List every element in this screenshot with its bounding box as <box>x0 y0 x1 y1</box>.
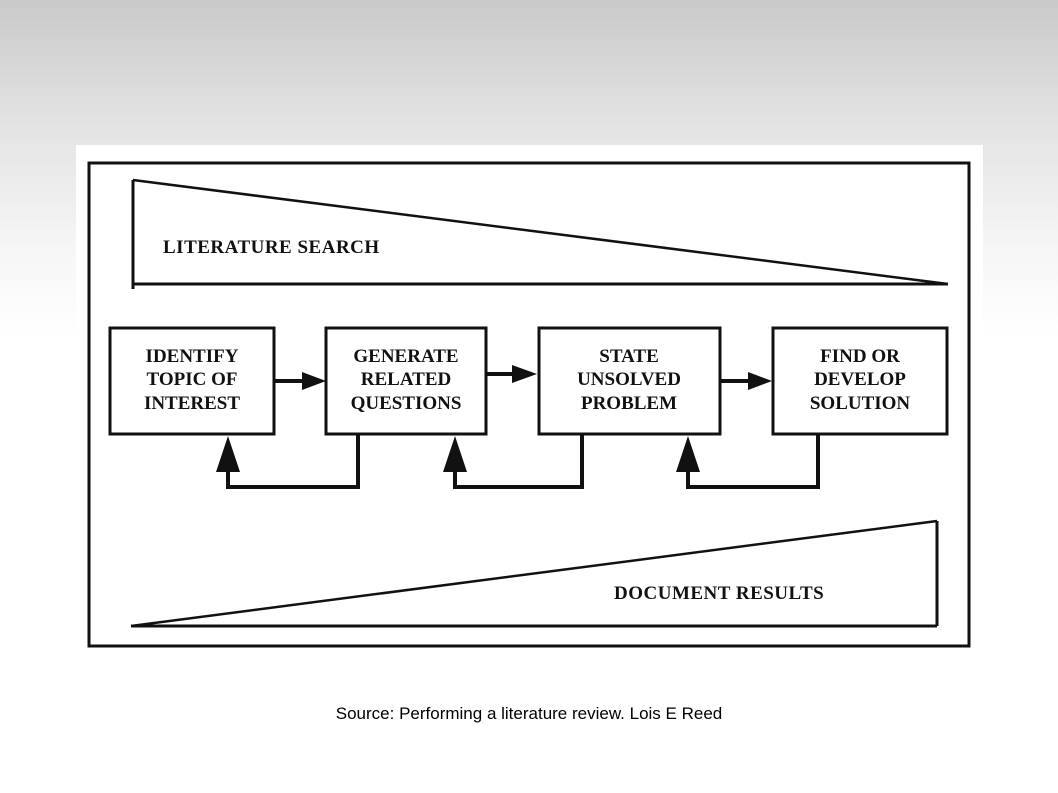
literature-search-wedge: LITERATURE SEARCH <box>131 178 949 289</box>
step-4-line-2: DEVELOP <box>814 369 906 390</box>
source-caption: Source: Performing a literature review. … <box>335 704 723 723</box>
document-results-wedge: DOCUMENT RESULTS <box>130 519 939 628</box>
step-2-line-1: GENERATE <box>353 346 458 367</box>
document-results-label: DOCUMENT RESULTS <box>614 583 824 604</box>
step-1-line-2: TOPIC OF <box>147 369 238 390</box>
step-3-line-1: STATE <box>599 346 659 367</box>
step-box-state-problem: STATE UNSOLVED PROBLEM <box>537 326 722 436</box>
literature-search-label: LITERATURE SEARCH <box>163 237 380 258</box>
step-4-line-3: SOLUTION <box>810 393 911 414</box>
step-box-find-solution: FIND OR DEVELOP SOLUTION <box>771 326 949 436</box>
step-4-line-1: FIND OR <box>820 346 900 367</box>
feedback-arrow-3 <box>676 434 820 489</box>
step-1-line-3: INTEREST <box>144 393 240 414</box>
feedback-arrow-1 <box>216 434 360 489</box>
step-2-line-2: RELATED <box>361 369 451 390</box>
forward-arrow-1 <box>274 372 326 390</box>
step-1-line-1: IDENTIFY <box>146 346 239 367</box>
step-3-line-3: PROBLEM <box>581 393 677 414</box>
step-3-line-2: UNSOLVED <box>577 369 681 390</box>
diagram-frame <box>87 161 971 648</box>
forward-arrow-3 <box>720 372 772 390</box>
feedback-arrow-2 <box>443 434 584 489</box>
step-box-identify-topic: IDENTIFY TOPIC OF INTEREST <box>108 326 276 436</box>
forward-arrow-2 <box>486 365 537 383</box>
step-2-line-3: QUESTIONS <box>351 393 462 414</box>
step-box-generate-questions: GENERATE RELATED QUESTIONS <box>324 326 488 436</box>
